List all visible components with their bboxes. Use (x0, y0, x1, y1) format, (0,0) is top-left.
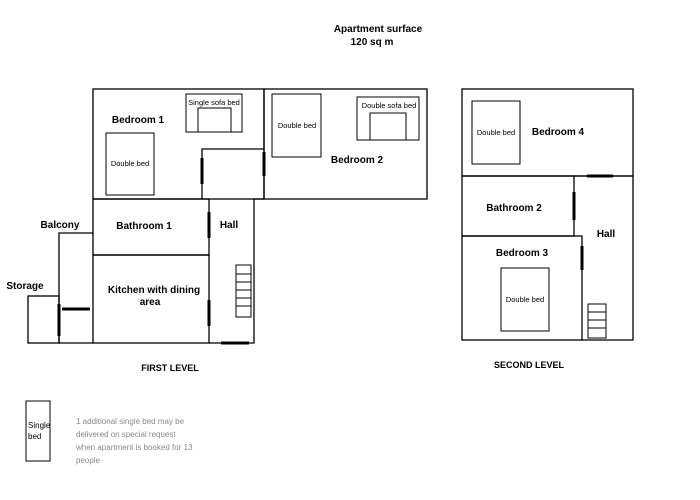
double-sofa-bed-label: Double sofa bed (362, 101, 417, 110)
surface-title: Apartment surface (334, 24, 423, 35)
bedroom-2-label: Bedroom 2 (331, 155, 384, 166)
double-bed-label: Double bed (278, 121, 316, 130)
bedroom-3-label: Bedroom 3 (496, 248, 549, 259)
legend-note-line3: when apartment is booked for 13 (75, 443, 193, 452)
second-hall-label: Hall (597, 229, 616, 240)
double-bed-bedroom-4 (471, 100, 521, 165)
double-bed-bedroom-3 (500, 267, 550, 332)
second-level-plan: Double bed Double bed Bedroom 4 Bathroom… (461, 88, 634, 370)
legend: Single bed 1 additional single bed may b… (25, 400, 193, 465)
first-level-plan: Double bed Single sofa bed Double bed Do… (6, 88, 428, 373)
stairs-second-level (587, 303, 607, 339)
single-bed-label-line1: Single (28, 421, 51, 430)
legend-note-line1: 1 additional single bed may be (76, 417, 185, 426)
bathroom-1-label: Bathroom 1 (116, 221, 172, 232)
storage-walls (27, 295, 60, 344)
bedroom-3-walls (461, 235, 583, 341)
kitchen-label-line1: Kitchen with dining (108, 285, 200, 296)
double-sofa-bed (356, 96, 420, 141)
balcony-label: Balcony (41, 220, 80, 231)
double-bed-bedroom-2 (271, 93, 322, 158)
surface-area: 120 sq m (351, 37, 394, 48)
bedroom-4-label: Bedroom 4 (532, 127, 585, 138)
kitchen-label-line2: area (140, 297, 161, 308)
hall-upper-wall (201, 148, 264, 199)
legend-note-line2: delivered on special request (76, 430, 176, 439)
balcony-walls (58, 232, 93, 344)
double-bed-label: Double bed (506, 295, 544, 304)
legend-note-line4: people (76, 456, 101, 465)
double-bed-label: Double bed (111, 159, 149, 168)
single-sofa-bed-label: Single sofa bed (188, 98, 240, 107)
double-bed-bedroom-1 (105, 132, 155, 196)
single-bed-label-line2: bed (28, 432, 41, 441)
kitchen-walls (92, 254, 210, 344)
bathroom-2-label: Bathroom 2 (486, 203, 542, 214)
single-bed-symbol (25, 400, 51, 462)
first-level-label: FIRST LEVEL (141, 363, 199, 373)
second-level-label: SECOND LEVEL (494, 360, 565, 370)
bedroom-2-walls (263, 88, 428, 200)
hall-label: Hall (220, 220, 239, 231)
double-bed-label: Double bed (477, 128, 515, 137)
bedroom-1-label: Bedroom 1 (112, 115, 165, 126)
single-sofa-bed (185, 93, 243, 133)
stairs-first-level (235, 264, 252, 318)
storage-label: Storage (6, 281, 44, 292)
